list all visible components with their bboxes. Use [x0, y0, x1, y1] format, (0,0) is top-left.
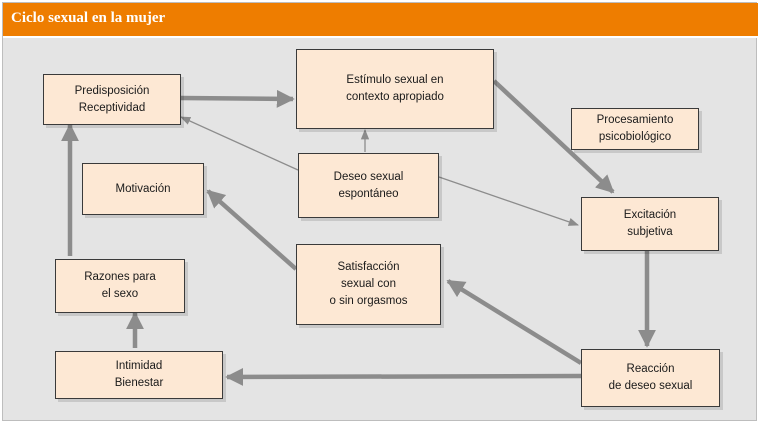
node-razones: Razones para el sexo — [55, 259, 185, 313]
node-reaccion: Reacción de deseo sexual — [581, 349, 720, 407]
arrow-deseo-to-predisposicion — [180, 116, 299, 171]
arrow-reaccion-to-satisfaccion — [446, 279, 583, 365]
node-motivacion: Motivación — [82, 163, 204, 215]
arrow-satisfaccion-to-motivacion — [206, 189, 298, 271]
node-procesamiento: Procesamiento psicobiológico — [571, 108, 699, 150]
arrow-deseo-to-excitacion — [438, 176, 579, 226]
arrow-predisposicion-to-estimulo — [180, 89, 295, 108]
arrow-estimulo-to-excitacion — [492, 79, 615, 194]
node-excitacion: Excitación subjetiva — [581, 197, 719, 251]
node-estimulo: Estímulo sexual en contexto apropiado — [296, 49, 494, 129]
diagram-title: Ciclo sexual en la mujer — [11, 10, 166, 26]
arrows-layer — [61, 79, 656, 386]
arrow-reaccion-to-intimidad — [225, 367, 582, 386]
node-intimidad: Intimidad Bienestar — [55, 351, 223, 399]
title-bar: Ciclo sexual en la mujer — [3, 3, 758, 38]
node-deseo-espontaneo: Deseo sexual espontáneo — [298, 153, 439, 218]
node-predisposicion: Predisposición Receptividad — [43, 74, 181, 125]
node-satisfaccion: Satisfacción sexual con o sin orgasmos — [296, 244, 441, 325]
